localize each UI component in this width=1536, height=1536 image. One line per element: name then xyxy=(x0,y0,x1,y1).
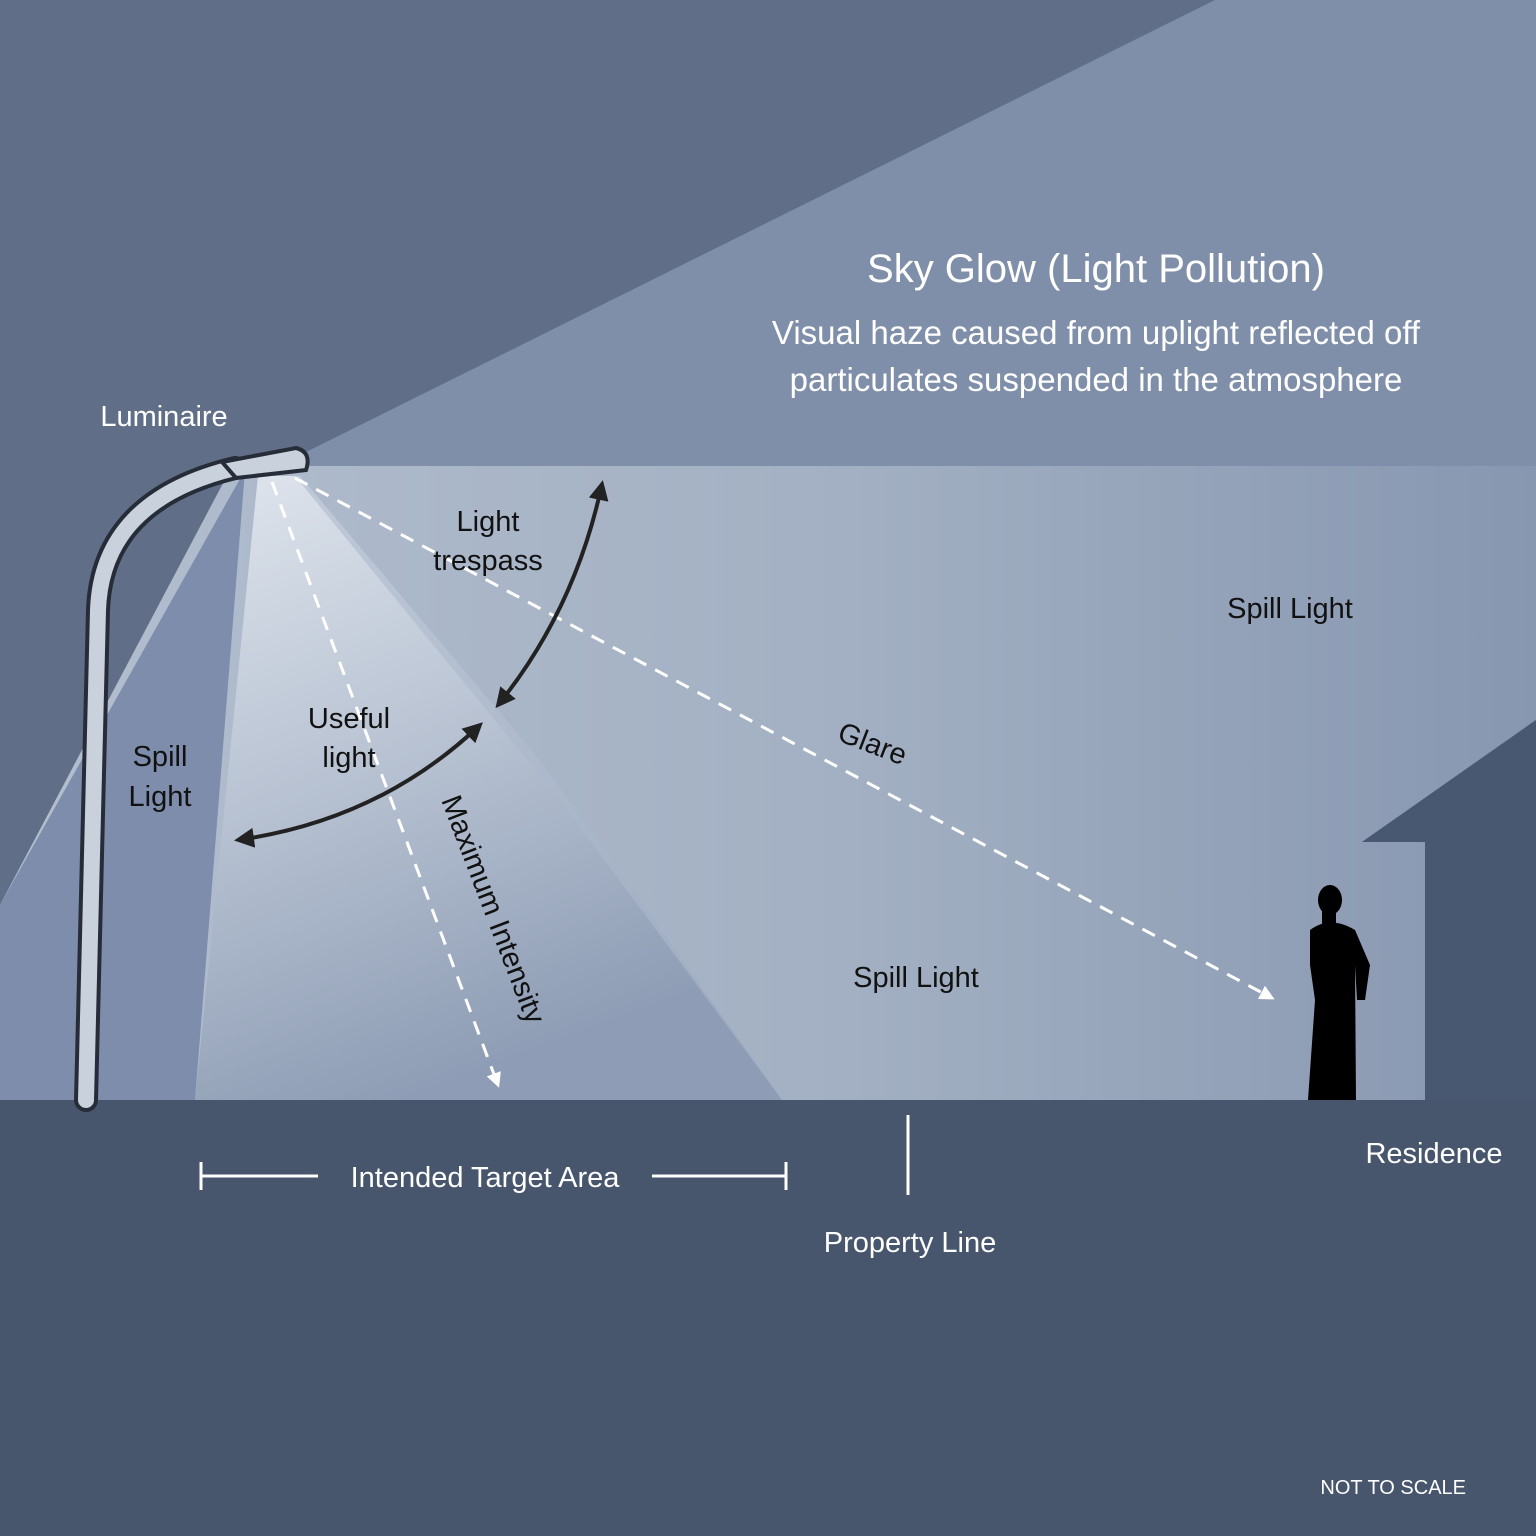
light-trespass-label-2: trespass xyxy=(433,545,543,577)
sky-glow-region xyxy=(300,0,1536,470)
luminaire-label: Luminaire xyxy=(100,401,227,433)
intended-target-area-label: Intended Target Area xyxy=(351,1162,621,1194)
person-silhouette xyxy=(1308,885,1370,1100)
ground xyxy=(0,1100,1536,1536)
luminaire-head xyxy=(218,445,310,481)
residence-house xyxy=(1362,720,1536,1100)
spill-light-left-label-2: Light xyxy=(129,781,192,813)
left-spill-wedge xyxy=(0,470,245,1100)
light-trespass-arrow xyxy=(495,480,609,709)
property-line-label: Property Line xyxy=(824,1227,997,1259)
glare-dashed-line xyxy=(294,476,1275,1000)
not-to-scale-label: NOT TO SCALE xyxy=(1320,1477,1466,1499)
light-trespass-label-1: Light xyxy=(457,506,520,538)
subtitle-line-2: particulates suspended in the atmosphere xyxy=(790,361,1403,398)
useful-light-label-2: light xyxy=(322,742,375,774)
lamp-pole xyxy=(78,460,243,1108)
useful-light-label-1: Useful xyxy=(308,703,390,735)
subtitle-line-1: Visual haze caused from uplight reflecte… xyxy=(772,314,1421,351)
residence-label: Residence xyxy=(1365,1138,1502,1170)
useful-light-cone xyxy=(195,476,782,1100)
spill-light-center-label: Spill Light xyxy=(853,962,979,994)
spill-light-right-label: Spill Light xyxy=(1227,593,1353,625)
useful-light-arrow xyxy=(234,722,483,848)
title: Sky Glow (Light Pollution) xyxy=(867,247,1325,291)
spill-light-left-label-1: Spill xyxy=(133,741,188,773)
